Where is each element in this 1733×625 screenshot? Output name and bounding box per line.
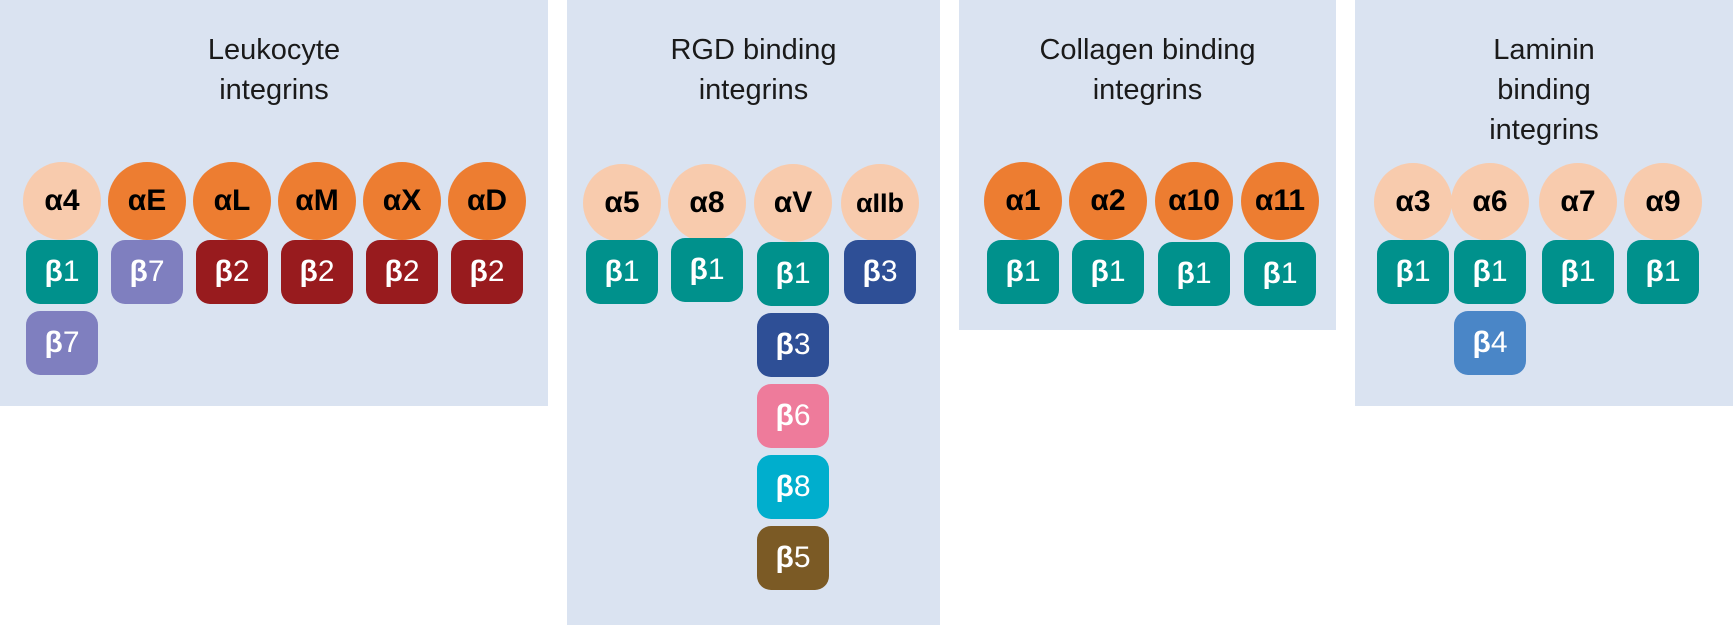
- alpha-subunit: αM: [278, 162, 356, 240]
- alpha-subunit: αX: [363, 162, 441, 240]
- alpha-subunit: α10: [1155, 162, 1233, 240]
- beta-number: 2: [317, 255, 335, 288]
- alpha-subunit: αL: [193, 162, 271, 240]
- beta-glyph: β: [775, 541, 794, 574]
- beta-number: 1: [1023, 255, 1041, 288]
- beta-glyph: β: [1472, 255, 1491, 288]
- beta-number: 1: [707, 253, 725, 286]
- beta-number: 3: [793, 328, 811, 361]
- alpha-subunit: α11: [1241, 162, 1319, 240]
- beta-glyph: β: [1262, 257, 1281, 290]
- alpha-subunit: α8: [668, 164, 746, 242]
- beta-number: 1: [1663, 255, 1681, 288]
- beta-glyph: β: [44, 326, 63, 359]
- beta-number: 1: [1490, 255, 1508, 288]
- beta-glyph: β: [44, 255, 63, 288]
- alpha-subunit: αE: [108, 162, 186, 240]
- beta-glyph: β: [1395, 255, 1414, 288]
- beta-number: 1: [1108, 255, 1126, 288]
- panel-title: Laminin binding integrins: [1489, 34, 1599, 146]
- beta-number: 1: [793, 257, 811, 290]
- beta-number: 3: [880, 255, 898, 288]
- beta-glyph: β: [1005, 255, 1024, 288]
- alpha-subunit: α6: [1451, 163, 1529, 241]
- alpha-subunit: α1: [984, 162, 1062, 240]
- beta-glyph: β: [775, 257, 794, 290]
- beta-number: 1: [1578, 255, 1596, 288]
- beta-glyph: β: [775, 328, 794, 361]
- beta-number: 7: [147, 255, 165, 288]
- beta-number: 2: [487, 255, 505, 288]
- beta-glyph: β: [129, 255, 148, 288]
- beta-number: 1: [622, 255, 640, 288]
- alpha-subunit: α9: [1624, 163, 1702, 241]
- beta-glyph: β: [469, 255, 488, 288]
- beta-glyph: β: [1090, 255, 1109, 288]
- alpha-subunit: α4: [23, 162, 101, 240]
- beta-glyph: β: [384, 255, 403, 288]
- beta-glyph: β: [862, 255, 881, 288]
- alpha-subunit: αD: [448, 162, 526, 240]
- alpha-subunit: α5: [583, 164, 661, 242]
- beta-number: 6: [793, 399, 811, 432]
- beta-number: 1: [1194, 257, 1212, 290]
- beta-glyph: β: [1472, 326, 1491, 359]
- beta-glyph: β: [299, 255, 318, 288]
- beta-glyph: β: [775, 399, 794, 432]
- beta-number: 8: [793, 470, 811, 503]
- beta-glyph: β: [1176, 257, 1195, 290]
- alpha-subunit: αIIb: [841, 164, 919, 242]
- beta-number: 2: [402, 255, 420, 288]
- panel-title: RGD binding integrins: [670, 34, 837, 106]
- beta-glyph: β: [1560, 255, 1579, 288]
- beta-glyph: β: [604, 255, 623, 288]
- beta-glyph: β: [775, 470, 794, 503]
- alpha-subunit: α3: [1374, 163, 1452, 241]
- panel-title: Leukocyte integrins: [207, 34, 341, 106]
- beta-number: 1: [1280, 257, 1298, 290]
- beta-number: 7: [62, 326, 80, 359]
- alpha-subunit: α2: [1069, 162, 1147, 240]
- beta-glyph: β: [1645, 255, 1664, 288]
- beta-glyph: β: [214, 255, 233, 288]
- beta-number: 1: [62, 255, 80, 288]
- beta-number: 1: [1413, 255, 1431, 288]
- beta-number: 2: [232, 255, 250, 288]
- alpha-subunit: αV: [754, 164, 832, 242]
- beta-number: 5: [793, 541, 811, 574]
- beta-glyph: β: [689, 253, 708, 286]
- alpha-subunit: α7: [1539, 163, 1617, 241]
- panel-title: Collagen binding integrins: [1039, 34, 1256, 106]
- beta-number: 4: [1490, 326, 1508, 359]
